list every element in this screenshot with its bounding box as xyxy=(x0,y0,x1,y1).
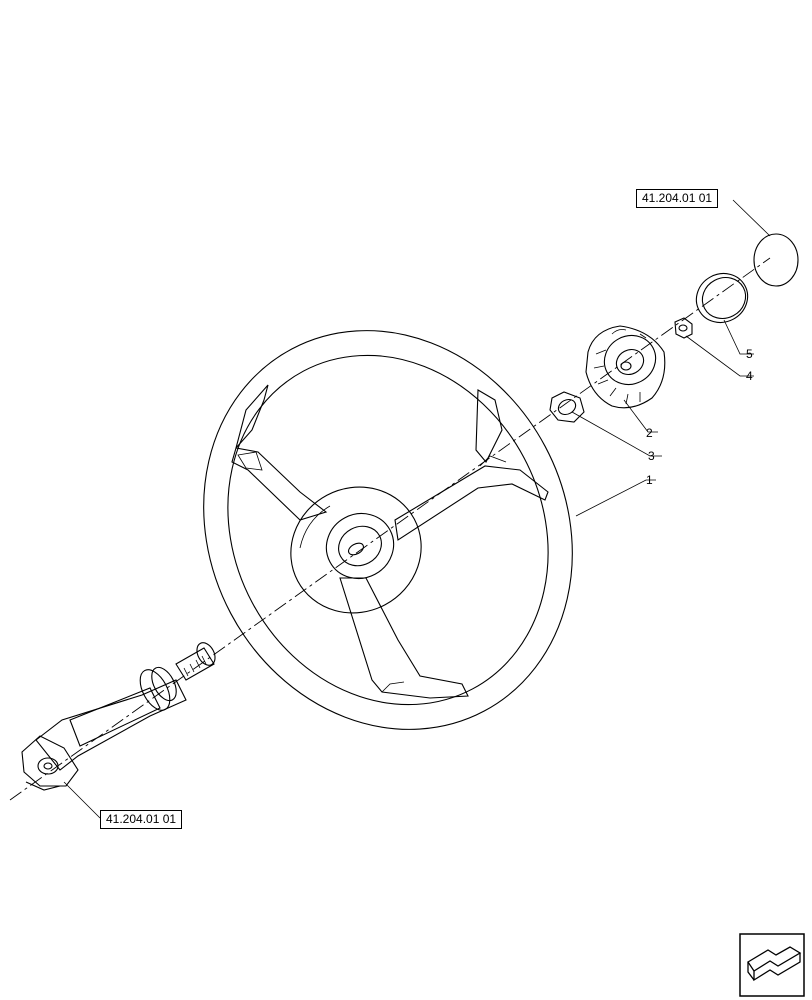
nut-part-4 xyxy=(674,317,693,339)
emblem-disc xyxy=(753,233,799,287)
callout-2: 2 xyxy=(646,426,653,440)
leader-lines xyxy=(63,199,771,819)
callout-5: 5 xyxy=(746,347,753,361)
cover-part-2 xyxy=(585,325,666,409)
steering-column xyxy=(21,642,216,791)
nut-part-3 xyxy=(549,391,585,423)
reference-box-top[interactable]: 41.204.01 01 xyxy=(636,189,719,208)
ring-part-5 xyxy=(695,272,749,324)
callout-1: 1 xyxy=(646,473,653,487)
callout-4: 4 xyxy=(746,369,753,383)
next-page-arrow-icon[interactable] xyxy=(739,933,805,997)
reference-box-bottom[interactable]: 41.204.01 01 xyxy=(100,810,183,829)
callout-3: 3 xyxy=(648,449,655,463)
steering-wheel xyxy=(203,330,573,730)
center-axis-line xyxy=(9,257,771,801)
